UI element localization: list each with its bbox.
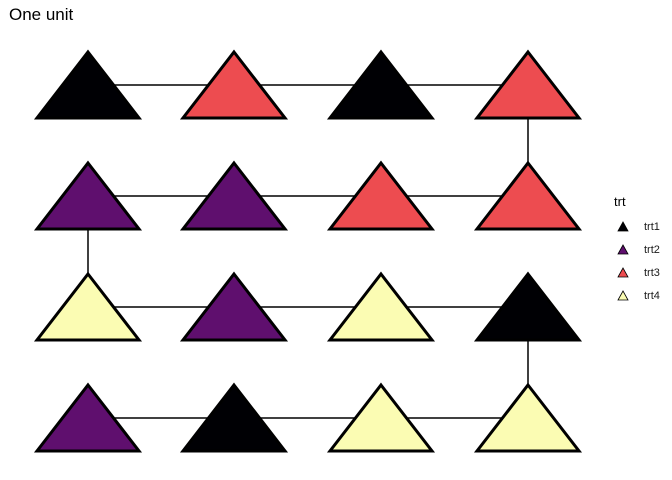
legend-key-triangle-icon	[617, 266, 629, 277]
plot-marks	[33, 49, 583, 453]
plot-panel	[33, 49, 583, 453]
legend-item-trt1: trt1	[614, 215, 660, 238]
legend-label: trt2	[644, 243, 660, 256]
plot-point-trt1	[326, 49, 436, 120]
plot-point-trt2	[33, 382, 143, 453]
legend-label: trt3	[644, 266, 660, 279]
plot-point-trt4	[473, 382, 583, 453]
plot-title: One unit	[9, 5, 74, 24]
plot-point-trt4	[33, 271, 143, 342]
legend-title: trt	[614, 194, 626, 209]
plot-point-trt4	[326, 271, 436, 342]
legend-item-trt3: trt3	[614, 261, 660, 284]
plot-point-trt4	[326, 382, 436, 453]
legend-item-trt2: trt2	[614, 238, 660, 261]
path-line	[87, 84, 529, 419]
plot-point-trt1	[473, 271, 583, 342]
legend: trt trt1 trt2 trt3 trt4	[614, 194, 660, 307]
legend-key-triangle-icon	[617, 243, 629, 254]
legend-label: trt1	[644, 220, 660, 233]
plot-point-trt1	[33, 49, 143, 120]
legend-key-triangle-icon	[617, 220, 629, 231]
connection-path	[87, 84, 529, 419]
plot-point-trt1	[179, 382, 289, 453]
legend-key-triangle-icon	[617, 289, 629, 300]
plot-point-trt2	[179, 271, 289, 342]
plot-point-trt3	[179, 49, 289, 120]
plot-point-trt3	[473, 49, 583, 120]
plot-point-trt3	[326, 160, 436, 231]
plot-point-trt3	[473, 160, 583, 231]
plot-point-trt2	[33, 160, 143, 231]
plot-point-trt2	[179, 160, 289, 231]
legend-label: trt4	[644, 289, 660, 302]
legend-item-trt4: trt4	[614, 284, 660, 307]
